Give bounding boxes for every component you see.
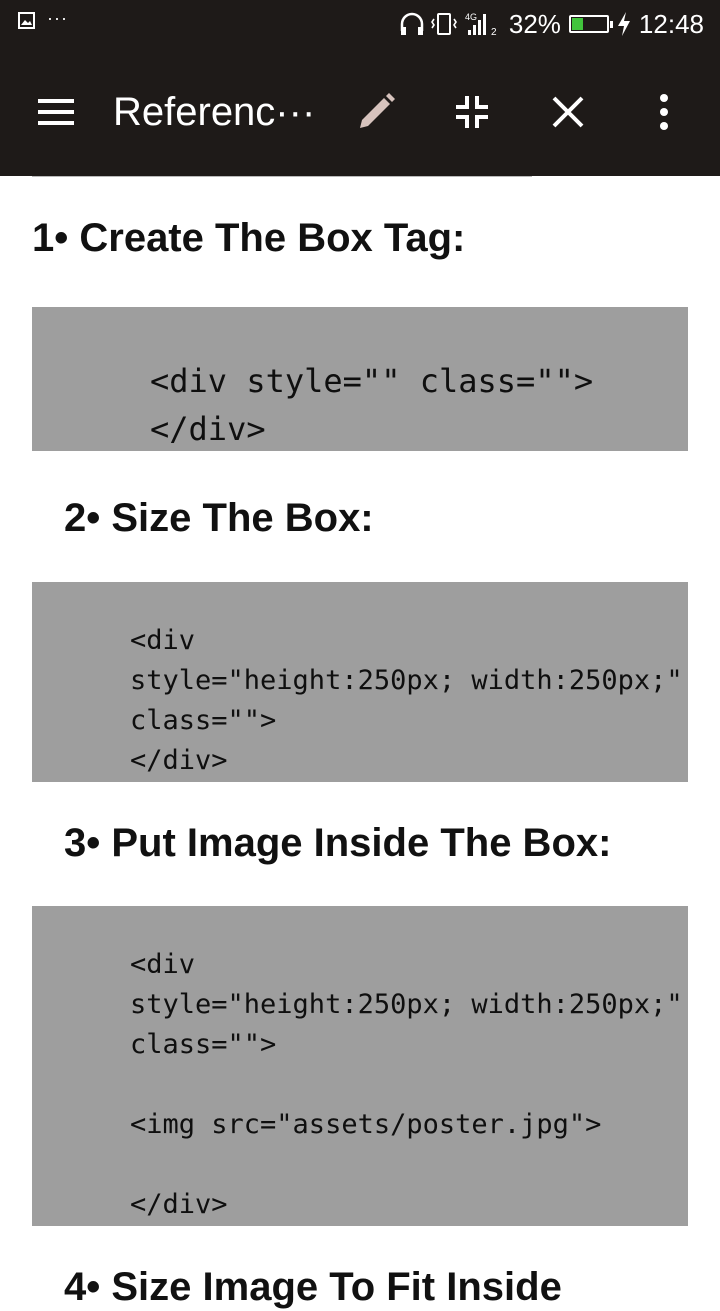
code-block: <div style="" class=""> </div> [32, 307, 688, 451]
code-text: <div style="height:250px; width:250px;" … [130, 949, 683, 1220]
code-block: <div style="height:250px; width:250px;" … [32, 906, 688, 1226]
content-scroll[interactable]: 1• Create The Box Tag: <div style="" cla… [0, 176, 720, 1309]
notification-overflow: ··· [47, 7, 68, 28]
close-icon [552, 96, 584, 128]
collapse-button[interactable] [444, 84, 500, 140]
battery-percent: 32% [508, 8, 561, 39]
image-icon [18, 12, 35, 29]
section-heading: 2• Size The Box: [64, 496, 374, 540]
edit-icon [360, 93, 395, 128]
charging-icon [617, 12, 630, 36]
battery-icon [568, 15, 613, 33]
section-heading: 3• Put Image Inside The Box: [64, 821, 612, 865]
close-button[interactable] [540, 84, 596, 140]
more-options-button[interactable] [636, 84, 692, 140]
signal-icon: 4G 2 [465, 12, 497, 38]
app-bar: Referenc··· [0, 48, 720, 176]
code-text: <div style="height:250px; width:250px;" … [130, 625, 683, 776]
status-right: 4G 2 32% 12:48 [399, 8, 704, 40]
status-left: ··· [18, 7, 68, 29]
menu-button[interactable] [28, 88, 84, 136]
network-type-label: 4G [465, 12, 477, 22]
section-heading: 4• Size Image To Fit Inside [64, 1265, 562, 1309]
status-bar: ··· 4G 2 32% 12:48 [0, 0, 720, 48]
sim-slot-label: 2 [491, 27, 497, 38]
code-text: <div style="" class=""> </div> [150, 362, 594, 448]
section-heading: 1• Create The Box Tag: [32, 216, 466, 260]
vibrate-icon [430, 13, 457, 35]
collapse-icon [456, 96, 488, 128]
menu-icon [38, 99, 74, 125]
edit-button[interactable] [348, 84, 404, 140]
more-vert-icon [660, 94, 668, 130]
page-title: Referenc··· [113, 90, 316, 134]
headphones-icon [400, 12, 424, 35]
code-block: <div style="height:250px; width:250px;" … [32, 582, 688, 782]
battery-level [571, 18, 583, 30]
divider [32, 176, 532, 177]
clock: 12:48 [638, 8, 704, 39]
